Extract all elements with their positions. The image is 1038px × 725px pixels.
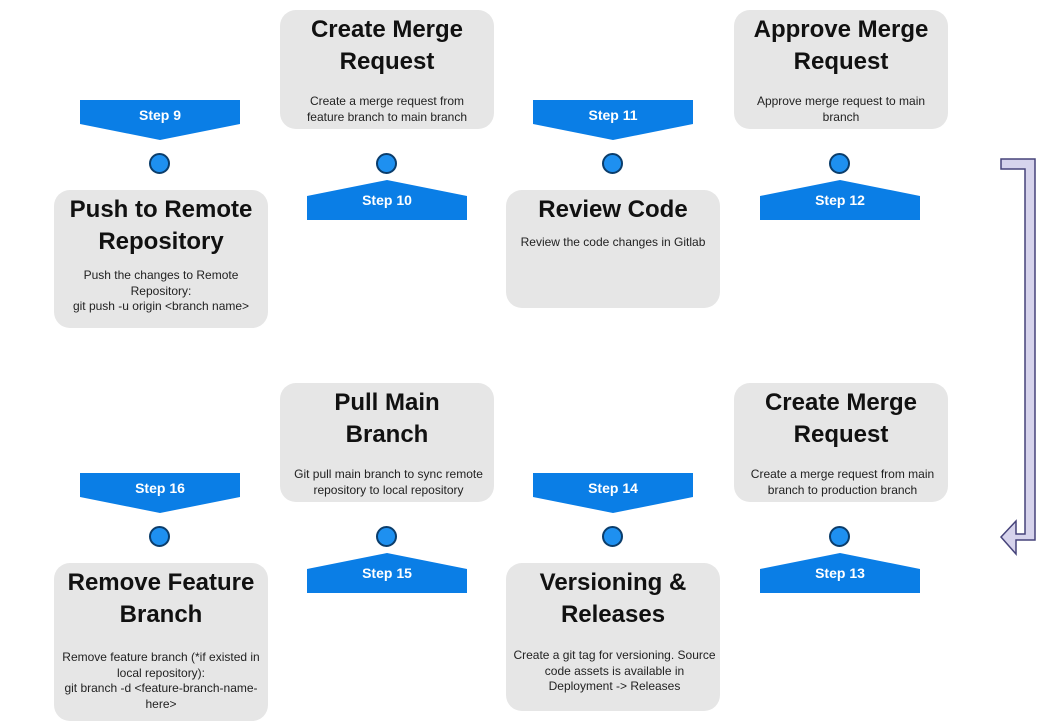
step-label: Step 14 (588, 480, 638, 496)
card-title: Approve Merge Request (753, 16, 929, 75)
card-remove-feature-branch: Remove Feature Branch Remove feature bra… (54, 563, 268, 721)
card-title: Push to Remote Repository (69, 196, 253, 255)
step-11-banner: Step 11 (533, 100, 693, 140)
card-description: Create a merge request from main branch … (750, 467, 935, 497)
step-14-banner: Step 14 (533, 473, 693, 513)
card-title: Create Merge Request (310, 16, 464, 75)
card-title: Versioning & Releases (539, 569, 687, 628)
card-pull-main-branch: Pull Main Branch Git pull main branch to… (280, 383, 494, 502)
timeline-dot (829, 526, 850, 547)
banner-shape (760, 180, 920, 220)
card-description: Git pull main branch to sync remote repo… (294, 467, 483, 497)
card-create-merge-request-production: Create Merge Request Create a merge requ… (734, 383, 948, 502)
step-label: Step 10 (362, 192, 412, 208)
banner-shape (80, 473, 240, 513)
step-10-banner: Step 10 (307, 180, 467, 220)
card-create-merge-request: Create Merge Request Create a merge requ… (280, 10, 494, 129)
card-title: Pull Main Branch (334, 389, 440, 448)
banner-shape (533, 473, 693, 513)
card-title: Review Code (538, 196, 688, 223)
step-13-banner: Step 13 (760, 553, 920, 593)
step-label: Step 11 (588, 107, 638, 123)
timeline-dot (602, 153, 623, 174)
card-description: Push the changes to Remote Repository: g… (72, 268, 250, 313)
card-description: Review the code changes in Gitlab (520, 235, 706, 249)
step-label: Step 12 (815, 192, 865, 208)
step-15-banner: Step 15 (307, 553, 467, 593)
step-label: Step 9 (138, 107, 181, 123)
banner-shape (533, 100, 693, 140)
timeline-dot (829, 153, 850, 174)
card-description: Create a merge request from feature bran… (306, 94, 468, 124)
card-title: Remove Feature Branch (67, 569, 255, 628)
step-9-banner: Step 9 (80, 100, 240, 140)
card-description: Approve merge request to main branch (756, 94, 926, 124)
card-review-code: Review Code Review the code changes in G… (506, 190, 720, 308)
banner-shape (80, 100, 240, 140)
flow-arrow-icon (999, 158, 1036, 556)
card-description: Create a git tag for versioning. Source … (513, 648, 716, 693)
banner-shape (307, 180, 467, 220)
banner-shape (307, 553, 467, 593)
card-approve-merge-request: Approve Merge Request Approve merge requ… (734, 10, 948, 129)
timeline-dot (602, 526, 623, 547)
step-16-banner: Step 16 (80, 473, 240, 513)
timeline-dot (149, 153, 170, 174)
step-label: Step 13 (815, 565, 865, 581)
step-12-banner: Step 12 (760, 180, 920, 220)
timeline-dot (376, 526, 397, 547)
timeline-dot (376, 153, 397, 174)
timeline-dot (149, 526, 170, 547)
banner-shape (760, 553, 920, 593)
card-title: Create Merge Request (764, 389, 918, 448)
card-versioning-releases: Versioning & Releases Create a git tag f… (506, 563, 720, 711)
card-description: Remove feature branch (*if existed in lo… (62, 650, 260, 711)
step-label: Step 16 (135, 480, 185, 496)
card-push-to-remote: Push to Remote Repository Push the chang… (54, 190, 268, 328)
step-label: Step 15 (362, 565, 412, 581)
